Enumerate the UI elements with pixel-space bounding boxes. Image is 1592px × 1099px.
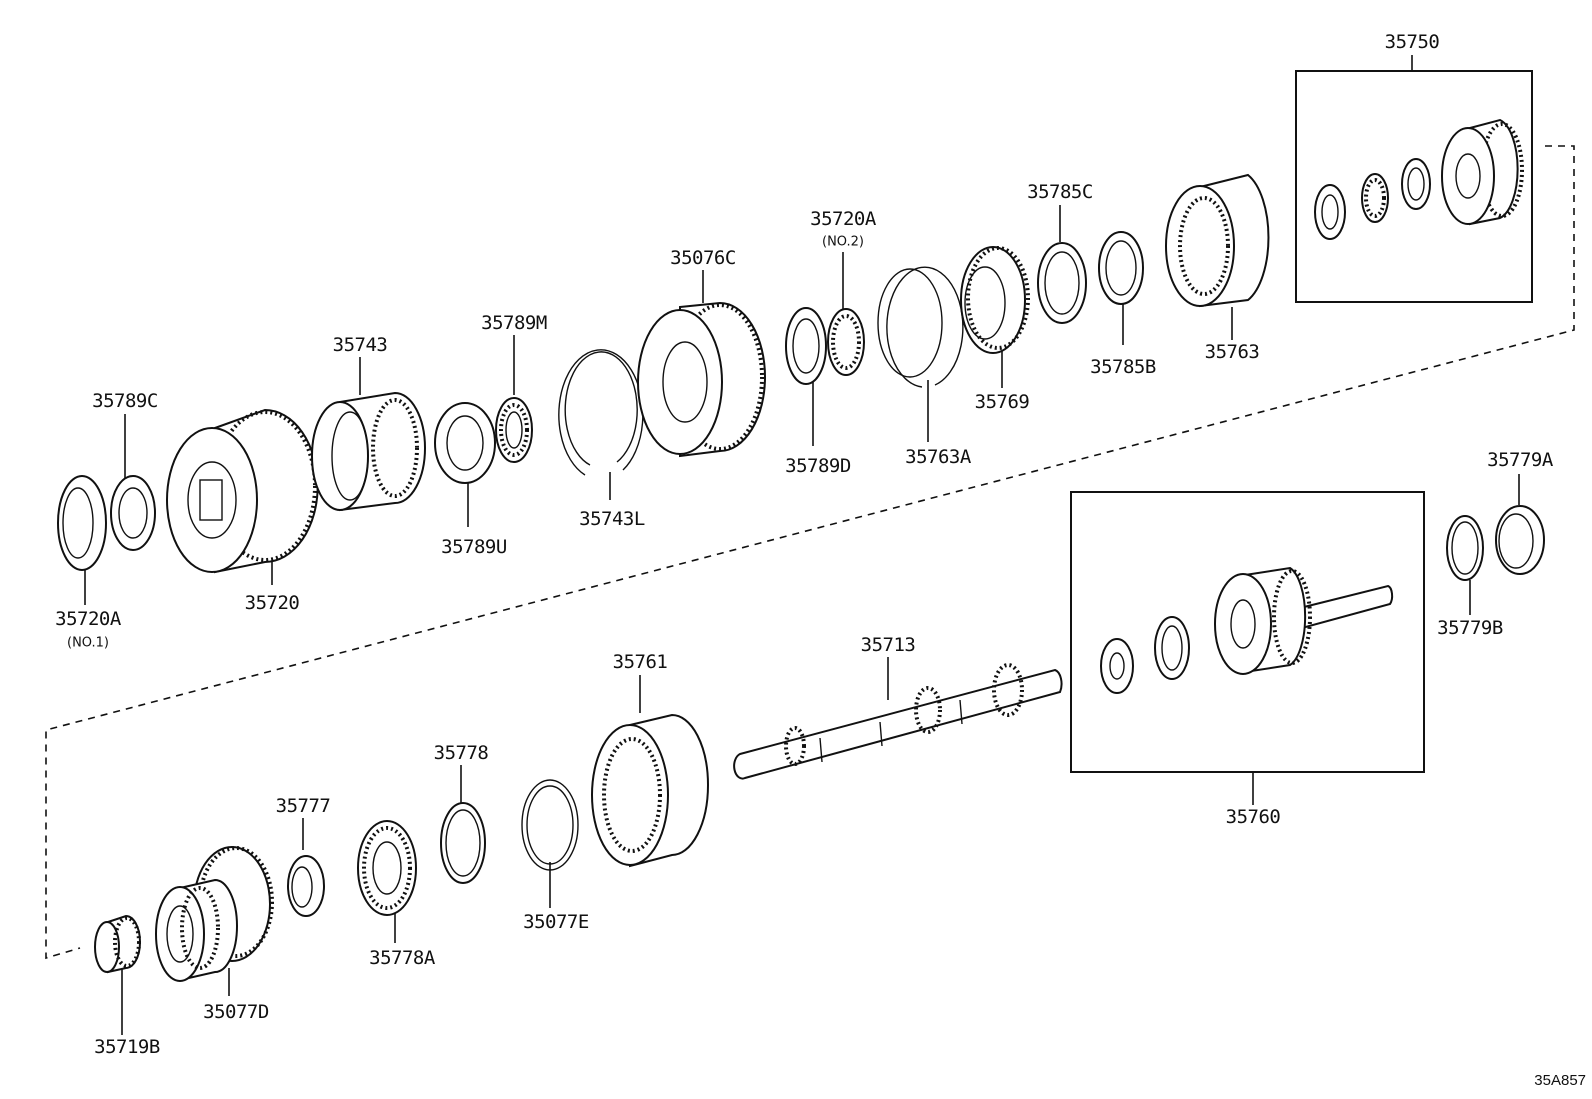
diagram-code: 35A857 [1534,1072,1586,1089]
part-35789D [785,307,827,385]
part-35743L [558,349,644,476]
part-35778 [440,802,486,884]
label-35750: 35750 [1384,31,1440,53]
part-35719B [94,914,141,974]
part-35789U [434,402,496,484]
sublabel-35720A-no1: (NO.1) [67,635,109,651]
label-35761: 35761 [612,651,668,673]
label-35720: 35720 [244,592,300,614]
label-35076C: 35076C [670,247,736,269]
label-35760: 35760 [1225,806,1281,828]
sublabel-35720A-no2: (NO.2) [822,234,864,250]
label-35743L: 35743L [579,508,645,530]
part-35713 [733,663,1063,780]
box-35760 [1070,491,1425,773]
part-35779A [1495,505,1545,575]
part-35779B [1446,515,1484,581]
label-35789M: 35789M [481,312,547,334]
part-35720A-no1 [57,475,107,571]
label-35785C: 35785C [1027,181,1093,203]
part-35720 [166,408,319,574]
label-35763: 35763 [1204,341,1260,363]
label-35719B: 35719B [94,1036,160,1058]
part-35077D [155,846,274,982]
part-35077E [521,779,579,871]
part-35777 [287,855,325,917]
label-35777: 35777 [275,795,331,817]
part-35763A [877,266,964,388]
part-35778A [357,820,417,916]
part-35760 [1100,566,1394,694]
part-35785B [1098,231,1144,305]
label-35720A-no1: 35720A [55,608,121,630]
part-35785C [1037,242,1087,324]
label-35778A: 35778A [369,947,435,969]
part-35769 [960,246,1030,354]
label-35778: 35778 [433,742,489,764]
part-35076C [637,301,766,458]
assembly-path [45,145,1575,960]
label-35077E: 35077E [523,911,589,933]
label-35743: 35743 [332,334,388,356]
label-35785B: 35785B [1090,356,1156,378]
label-35789U: 35789U [441,536,507,558]
label-35789D: 35789D [785,455,851,477]
label-35713: 35713 [860,634,916,656]
part-35743 [311,391,426,512]
label-35769: 35769 [974,391,1030,413]
label-35077D: 35077D [203,1001,269,1023]
label-35779A: 35779A [1487,449,1553,471]
label-35789C: 35789C [92,390,158,412]
label-35763A: 35763A [905,446,971,468]
label-35720A-no2: 35720A [810,208,876,230]
part-35720A-no2 [827,308,865,376]
label-35779B: 35779B [1437,617,1503,639]
box-35750 [1295,70,1533,303]
part-35763 [1165,173,1270,308]
part-35789M [495,397,533,463]
part-35761 [591,713,709,868]
part-35789C [110,475,156,551]
part-35750 [1314,118,1524,240]
